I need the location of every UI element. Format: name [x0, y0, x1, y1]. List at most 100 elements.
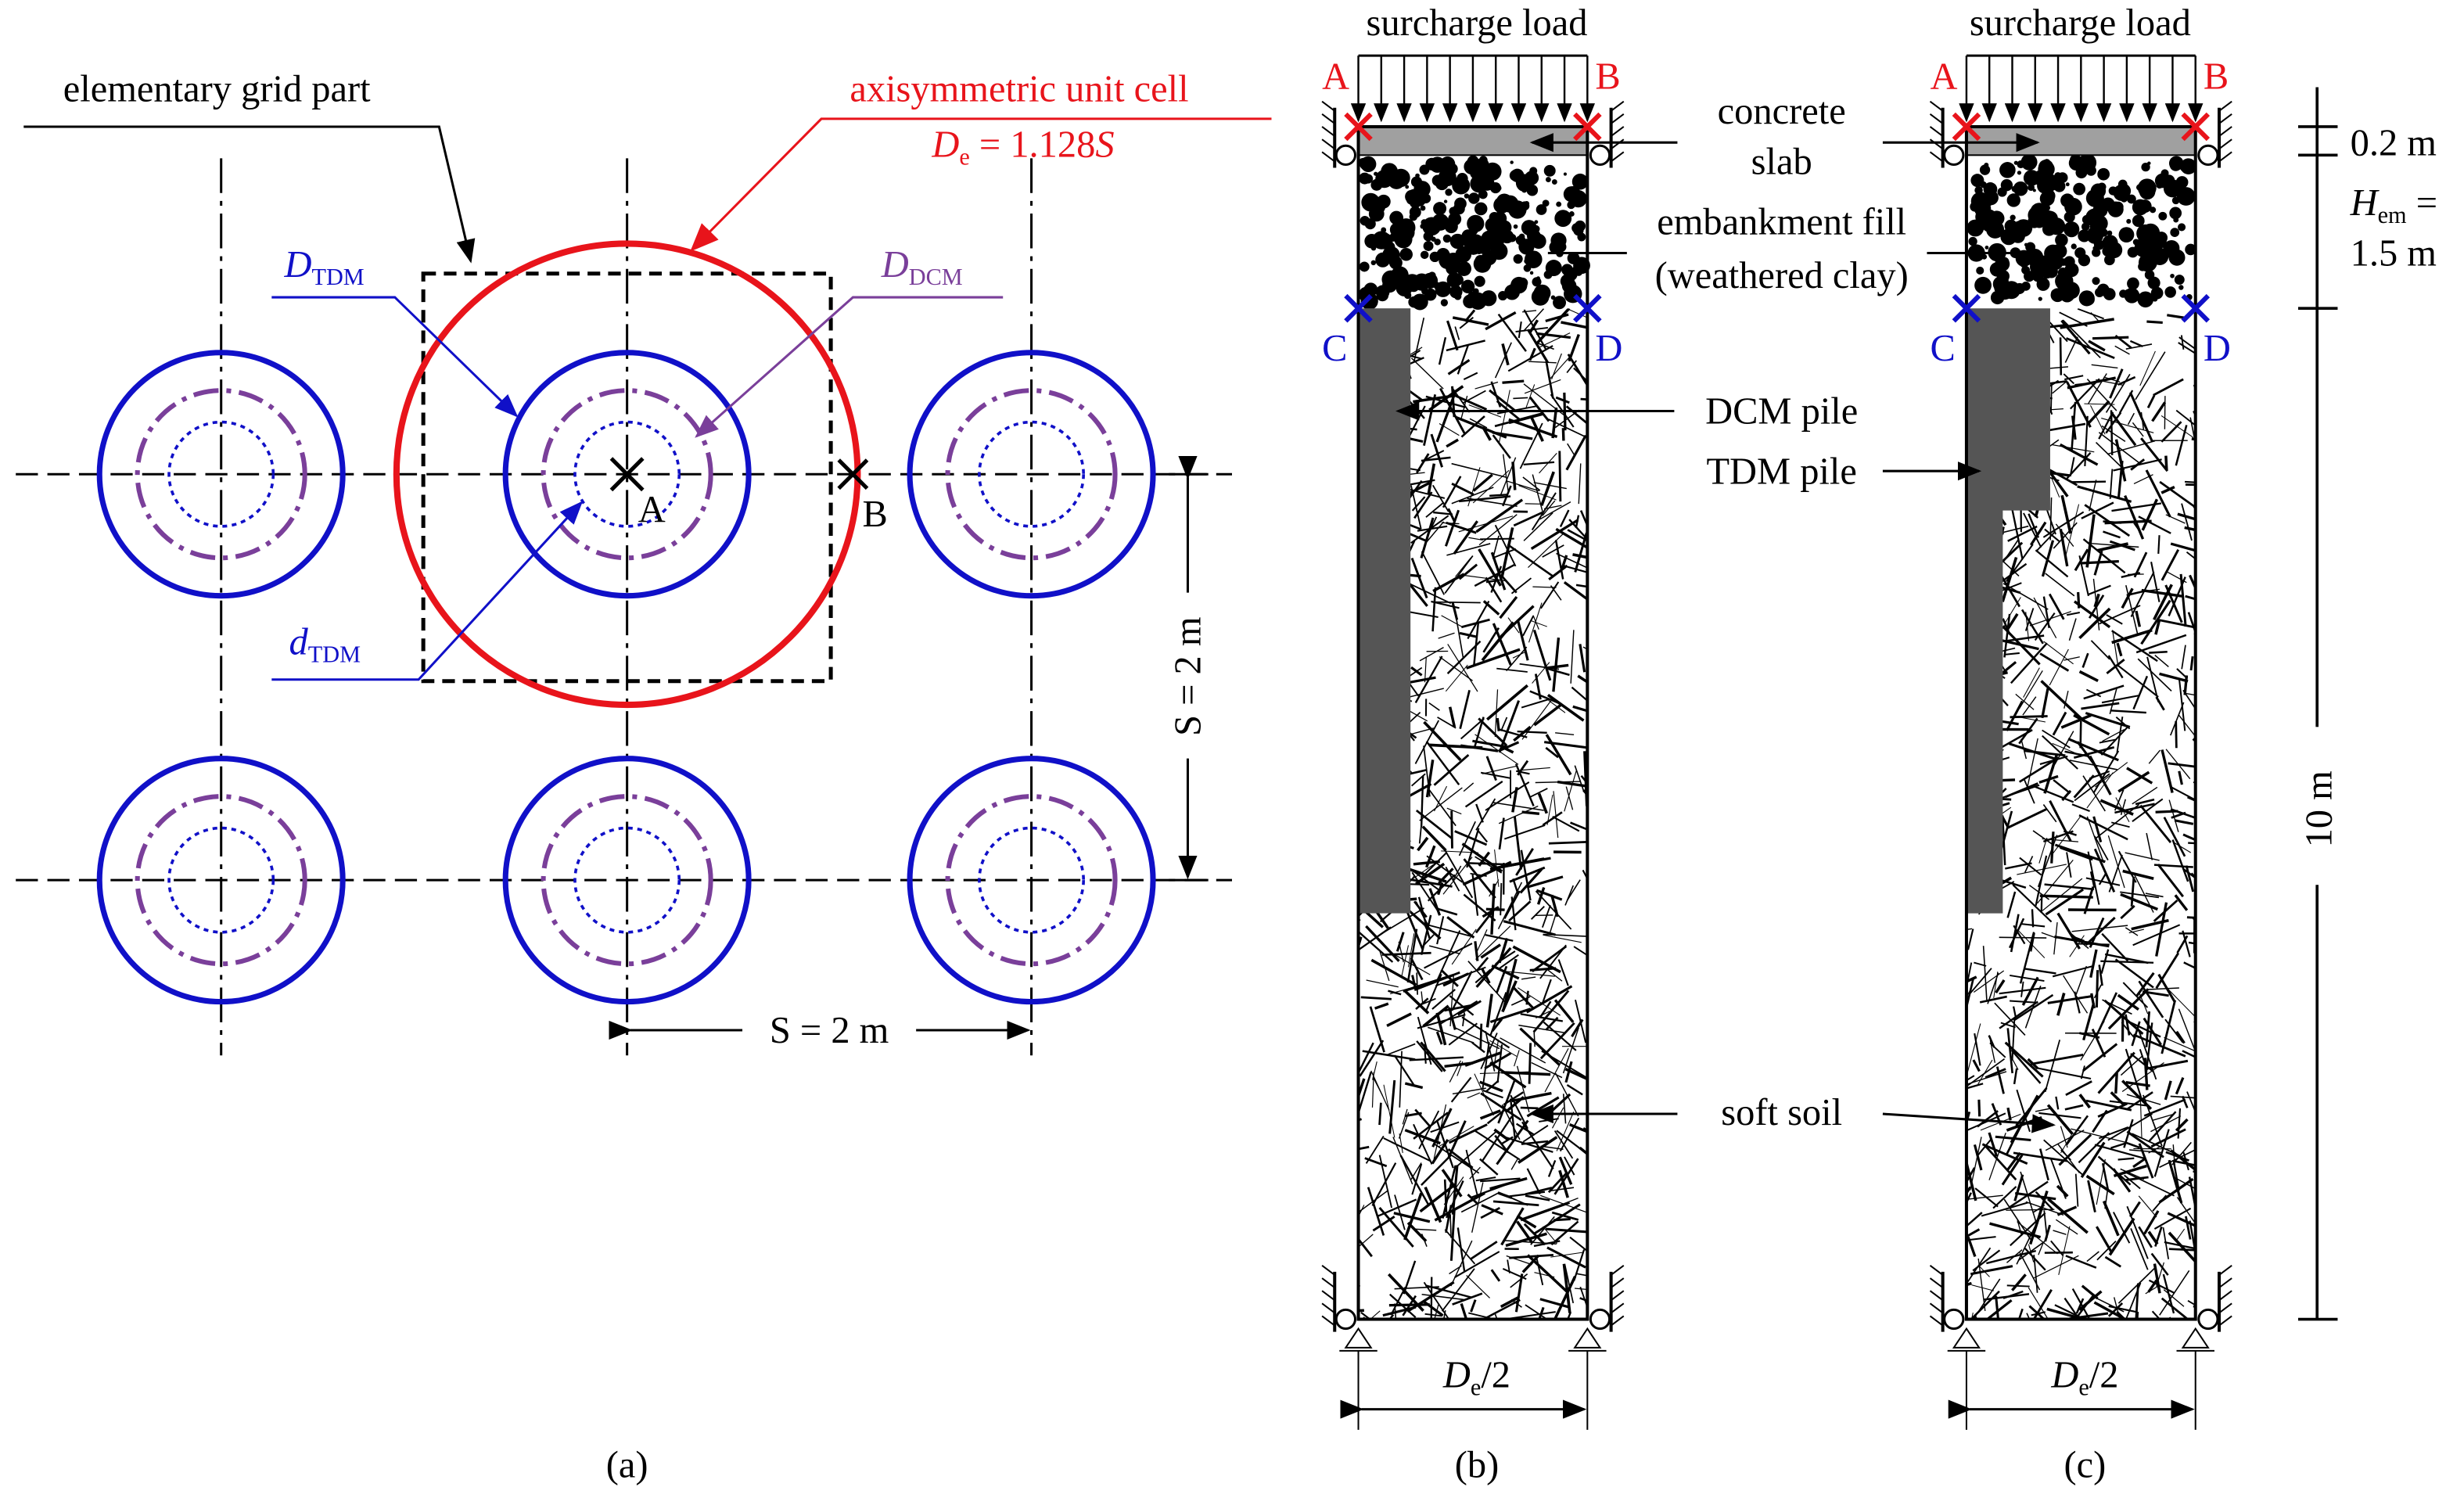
- soil-crack: [2057, 1312, 2109, 1320]
- soil-crack: [2069, 457, 2075, 477]
- soil-crack: [2010, 975, 2045, 982]
- soil-crack: [2129, 339, 2143, 348]
- soil-crack: [1413, 317, 1425, 363]
- soil-crack: [1365, 925, 1400, 962]
- soil-crack: [1529, 690, 1562, 706]
- fill-particle: [1420, 250, 1429, 260]
- tdm-outer-circle: [502, 756, 752, 1005]
- soil-crack: [1467, 467, 1481, 507]
- soil-crack: [2125, 1282, 2142, 1320]
- spacing-label-vertical: S = 2 m: [1168, 616, 1209, 736]
- soil-crack: [1451, 602, 1459, 620]
- soil-crack: [1500, 882, 1503, 916]
- soil-crack: [1559, 509, 1570, 527]
- soil-crack: [1370, 1310, 1381, 1320]
- soil-crack: [1981, 1201, 2028, 1217]
- node-marker: [1344, 293, 1373, 323]
- soil-crack: [1363, 910, 1385, 928]
- fill-particle: [1523, 264, 1532, 272]
- hem-value: 1.5 m: [2351, 233, 2437, 275]
- soil-crack: [1362, 1050, 1416, 1061]
- support-hatch: [2218, 1315, 2232, 1327]
- soil-crack: [2037, 1067, 2092, 1080]
- soil-crack: [2100, 727, 2128, 756]
- fill-particle: [1405, 185, 1410, 189]
- soil-crack: [2103, 530, 2121, 539]
- soil-crack: [2110, 709, 2146, 714]
- fill-particle: [1433, 202, 1447, 216]
- soil-crack: [2112, 1168, 2132, 1193]
- soil-crack: [2086, 816, 2105, 864]
- soil-crack: [2009, 918, 2025, 949]
- fill-particle: [1388, 256, 1403, 270]
- fill-particle: [1373, 235, 1386, 249]
- soil-crack: [2168, 1231, 2196, 1264]
- soil-crack: [2188, 941, 2196, 945]
- soil-crack: [2117, 1157, 2135, 1161]
- soil-crack: [1509, 1191, 1546, 1198]
- soil-crack: [2159, 480, 2196, 509]
- soil-crack: [2127, 412, 2135, 426]
- soil-crack: [2130, 1053, 2154, 1072]
- point-A-label-b: A: [1322, 56, 1349, 98]
- soil-crack: [2006, 891, 2017, 918]
- soil-crack: [2017, 1308, 2024, 1320]
- soil-crack: [1511, 462, 1517, 490]
- soil-crack: [1476, 929, 1488, 954]
- soil-crack: [2143, 1210, 2160, 1235]
- soil-crack: [2097, 1102, 2128, 1118]
- soil-crack: [2141, 498, 2159, 531]
- soil-crack: [1395, 932, 1405, 952]
- soil-crack: [2082, 538, 2126, 574]
- soil-crack: [2145, 588, 2160, 592]
- soil-crack: [1577, 674, 1588, 684]
- soil-crack: [1424, 1313, 1442, 1317]
- fill-particle: [1474, 255, 1486, 266]
- soil-crack: [2109, 1100, 2150, 1107]
- soil-crack: [1542, 544, 1564, 558]
- soil-crack: [1510, 577, 1532, 594]
- soil-crack: [1521, 767, 1550, 771]
- soil-crack: [1465, 1149, 1478, 1197]
- support-hatch: [1611, 138, 1625, 150]
- soil-crack: [1457, 1000, 1482, 1016]
- soil-crack: [1982, 946, 1988, 1000]
- fill-particle: [2153, 257, 2158, 264]
- soil-crack: [1466, 648, 1521, 670]
- tdm-inner-circle: [978, 420, 1086, 528]
- soil-crack: [2053, 779, 2071, 795]
- soil-crack: [1448, 1007, 1456, 1030]
- soil-crack: [1425, 501, 1445, 518]
- soil-crack: [2049, 648, 2069, 686]
- soil-crack: [1579, 1286, 1588, 1310]
- soil-crack: [1509, 1311, 1556, 1320]
- fill-particle: [1444, 220, 1458, 234]
- soil-crack: [1421, 456, 1451, 462]
- fill-particle: [1436, 247, 1450, 261]
- soil-crack: [2163, 817, 2186, 857]
- fill-particle: [1456, 261, 1471, 276]
- soil-crack: [2153, 900, 2178, 922]
- soil-crack: [2064, 656, 2080, 661]
- soil-crack: [1547, 667, 1570, 677]
- soil-crack: [1435, 1144, 1480, 1174]
- soil-crack: [1440, 968, 1459, 987]
- soil-crack: [1475, 798, 1496, 831]
- soil-crack: [1521, 1140, 1549, 1145]
- fill-particle: [2178, 285, 2184, 290]
- soil-crack: [1450, 810, 1453, 849]
- soil-crack: [2048, 593, 2065, 620]
- soil-crack: [1421, 1154, 1453, 1187]
- soil-crack: [2030, 1054, 2084, 1065]
- soil-crack: [1506, 646, 1528, 672]
- soil-crack: [2078, 670, 2099, 683]
- fill-particle: [1531, 288, 1550, 306]
- soil-crack: [1540, 1145, 1564, 1150]
- soil-crack: [2093, 550, 2103, 576]
- soil-crack: [1383, 1137, 1431, 1162]
- soil-crack: [1480, 1033, 1498, 1070]
- soil-crack: [1540, 471, 1555, 506]
- soil-crack: [1481, 621, 1515, 662]
- soil-crack: [2104, 953, 2149, 964]
- soil-crack: [2145, 1022, 2153, 1072]
